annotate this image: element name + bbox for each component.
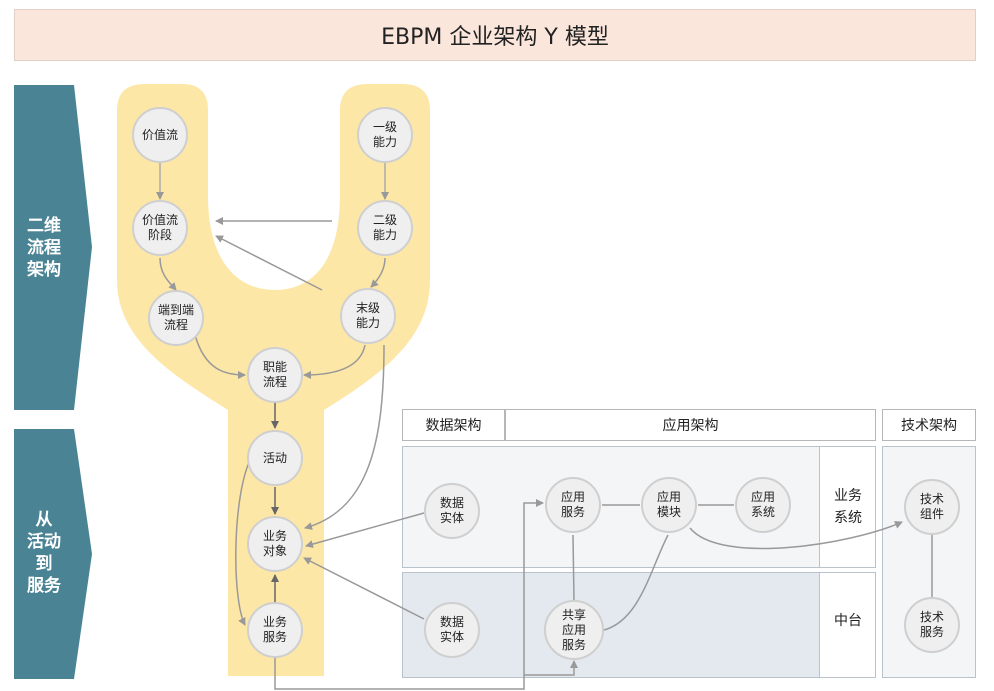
node-value-stream: 价值流 [132, 107, 188, 163]
connector-e2e-to-functional [194, 334, 246, 379]
node-last-capability: 末级 能力 [340, 288, 396, 344]
connector-shared-to-module [603, 534, 669, 631]
side-label-process-architecture: 二维 流程 架构 [27, 216, 61, 280]
node-value-stream-stage: 价值流 阶段 [132, 200, 188, 256]
node-app-module: 应用 模块 [641, 477, 697, 533]
connector-last-to-stage [215, 235, 323, 291]
connector-stage-to-e2e [159, 257, 177, 291]
region-label-middle-platform: 中台 [834, 613, 862, 629]
node-activity: 活动 [247, 430, 303, 486]
node-app-service: 应用 服务 [545, 477, 601, 533]
node-tech-service: 技术 服务 [904, 597, 960, 653]
side-label-activity-to-service: 从 活动 到 服务 [27, 510, 61, 596]
node-app-system: 应用 系统 [735, 477, 791, 533]
node-data-entity-platform: 数据 实体 [424, 602, 480, 658]
region-label-business-system: 业务 系统 [834, 488, 862, 526]
connector-service-to-shared [524, 660, 578, 676]
node-functional-process: 职能 流程 [247, 347, 303, 403]
node-end-to-end-process: 端到端 流程 [148, 290, 204, 346]
connector-module-to-tech-component [689, 521, 903, 550]
node-tech-component: 技术 组件 [904, 479, 960, 535]
connector-entity1-to-object [305, 512, 425, 548]
connector-app-service-to-shared [572, 534, 575, 603]
node-data-entity-business: 数据 实体 [424, 483, 480, 539]
side-arrow-activity-to-service: 从 活动 到 服务 [14, 429, 92, 679]
node-level1-capability: 一级 能力 [357, 107, 413, 163]
header-technology-architecture: 技术架构 [882, 409, 976, 441]
connector-activity-to-service [235, 459, 251, 626]
connector-last-to-functional [303, 344, 366, 379]
node-business-service: 业务 服务 [247, 602, 303, 658]
connector-last-to-object [304, 344, 385, 530]
node-business-object: 业务 对象 [247, 516, 303, 572]
page-title: EBPM 企业架构 Y 模型 [14, 9, 976, 61]
connector-service-to-app-services [274, 499, 544, 690]
header-data-architecture: 数据架构 [402, 409, 505, 441]
chevron-shape [14, 85, 92, 410]
chevron-shape [14, 429, 92, 679]
side-arrow-process-architecture: 二维 流程 架构 [14, 85, 92, 410]
node-level2-capability: 二级 能力 [357, 200, 413, 256]
node-shared-app-service: 共享 应用 服务 [544, 600, 604, 660]
connector-entity2-to-object [303, 557, 425, 620]
connector-l2-to-last [370, 257, 386, 288]
header-application-architecture: 应用架构 [505, 409, 876, 441]
